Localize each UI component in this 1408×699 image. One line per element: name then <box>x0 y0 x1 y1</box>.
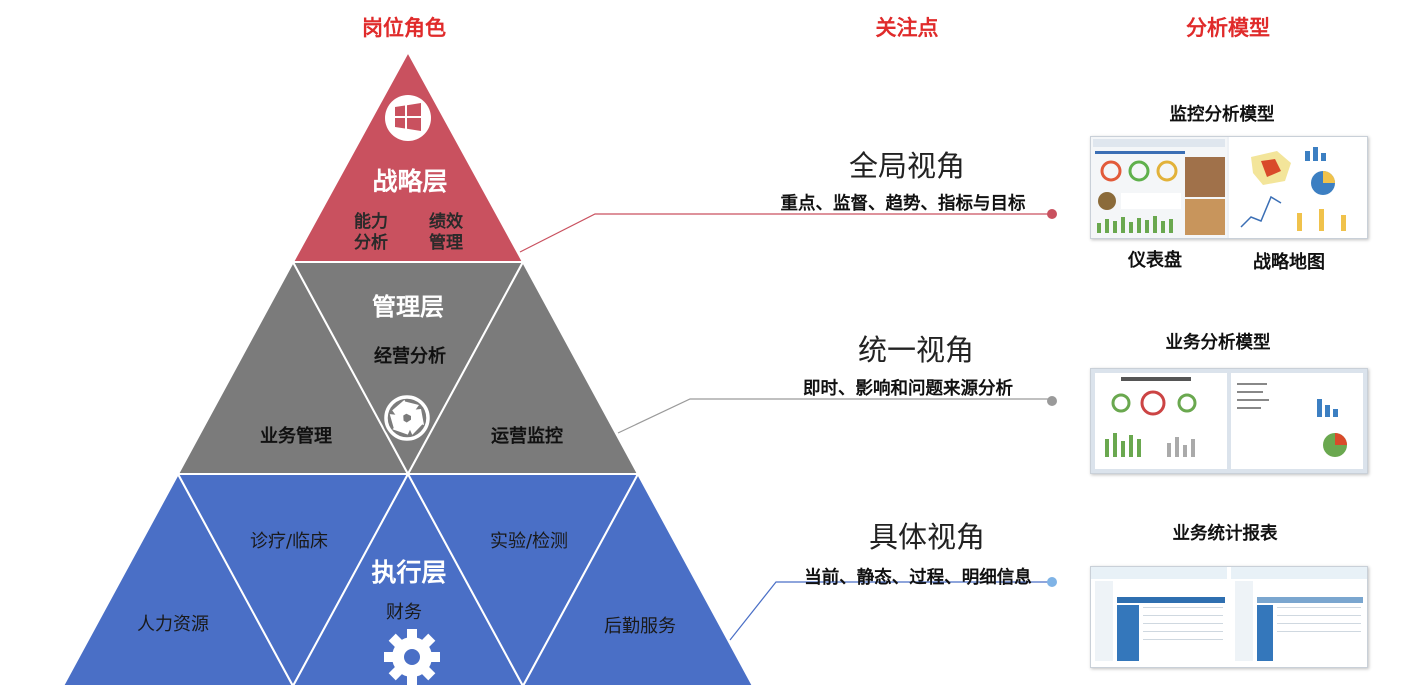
header-models: 分析模型 <box>1186 16 1270 40</box>
view-focus-global: 重点、监督、趋势、指标与目标 <box>780 194 1026 214</box>
connector-line-execution <box>729 581 1052 641</box>
gear-icon <box>384 629 440 685</box>
strategy-item-performance: 绩效 管理 <box>429 212 463 253</box>
execution-item-lab: 实验/检测 <box>489 531 569 552</box>
statistics-report-screenshot <box>1090 566 1368 668</box>
strategy-layer-title: 战略层 <box>372 167 448 196</box>
management-layer-title: 管理层 <box>372 293 444 321</box>
management-item-business-management: 业务管理 <box>260 426 332 447</box>
view-focus-unified: 即时、影响和问题来源分析 <box>803 379 1013 399</box>
strategy-item-capability: 能力 分析 <box>354 212 388 253</box>
business-analysis-screenshot <box>1090 368 1368 474</box>
connector-dot-management <box>1047 396 1057 406</box>
view-title-global: 全局视角 <box>848 149 966 183</box>
execution-item-hr: 人力资源 <box>137 614 209 635</box>
aperture-icon <box>382 393 432 443</box>
header-roles: 岗位角色 <box>362 16 446 40</box>
caption-strategy-map: 战略地图 <box>1253 252 1325 273</box>
strategy-layer-triangle <box>291 49 525 263</box>
model-title-monitoring: 监控分析模型 <box>1169 105 1275 125</box>
model-title-statistics-report: 业务统计报表 <box>1172 524 1278 544</box>
view-title-specific: 具体视角 <box>868 520 986 554</box>
windows-icon <box>385 95 431 141</box>
connector-line-strategy <box>519 213 1052 253</box>
model-title-business-analysis: 业务分析模型 <box>1165 333 1271 353</box>
connector-dot-strategy <box>1047 209 1057 219</box>
management-item-operations-monitoring: 运营监控 <box>491 426 563 447</box>
dashboard-screenshot <box>1090 136 1368 239</box>
execution-layer-title: 执行层 <box>371 558 447 587</box>
view-focus-specific: 当前、静态、过程、明细信息 <box>804 568 1032 588</box>
execution-triangle-5 <box>521 471 755 687</box>
management-item-business-analysis: 经营分析 <box>374 346 446 367</box>
execution-item-clinical: 诊疗/临床 <box>249 531 329 552</box>
connector-line-management <box>617 398 1052 434</box>
caption-dashboard: 仪表盘 <box>1128 250 1182 271</box>
header-focus: 关注点 <box>875 16 939 40</box>
execution-item-logistics: 后勤服务 <box>604 616 676 637</box>
view-title-unified: 统一视角 <box>857 333 975 367</box>
connector-dot-execution <box>1047 577 1057 587</box>
execution-item-finance: 财务 <box>386 602 422 623</box>
